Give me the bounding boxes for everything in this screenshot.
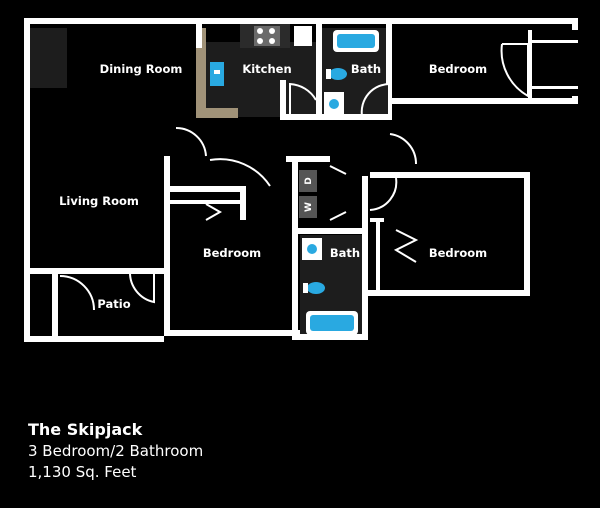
wall-closet-top xyxy=(170,186,246,192)
room-label-bedroom-right: Bedroom xyxy=(429,246,487,260)
bath-sink-middle-icon xyxy=(307,244,317,254)
wall-outer-top xyxy=(24,18,578,24)
wall-patio-divider xyxy=(52,268,58,342)
room-label-bedroom-middle: Bedroom xyxy=(203,246,261,260)
wall-bedroom-bath xyxy=(292,156,298,340)
door-bedroom-mid-arc xyxy=(175,126,207,157)
room-label-living: Living Room xyxy=(59,194,139,208)
refrigerator-icon xyxy=(294,26,312,46)
wall-dining-kitchen xyxy=(196,18,202,48)
dryer-label: D xyxy=(304,177,314,184)
plan-room-count: 3 Bedroom/2 Bathroom xyxy=(28,442,204,460)
dryer-icon xyxy=(299,170,317,192)
bathtub-middle-water xyxy=(310,315,354,331)
bay-window-bottom xyxy=(528,86,578,89)
door-bedroom-top-arc xyxy=(500,43,529,98)
bifold-door-closet xyxy=(205,203,223,221)
faucet-icon xyxy=(214,70,220,74)
wall-bath-middle-east xyxy=(362,176,368,340)
toilet-top-icon xyxy=(329,68,347,80)
door-patio-arc xyxy=(128,271,155,304)
burner-icon xyxy=(257,28,263,34)
wall-laundry-top xyxy=(286,156,330,162)
door-hall-arc xyxy=(389,133,418,165)
wall-outer-bottom-bath xyxy=(296,334,366,340)
burner-icon xyxy=(257,38,263,44)
wall-patio-top xyxy=(24,268,164,274)
burner-icon xyxy=(269,28,275,34)
door-patio-closet-arc xyxy=(59,275,95,311)
wall-kitchen-east xyxy=(280,80,286,120)
wall-closet-shelf xyxy=(170,200,246,204)
burner-icon xyxy=(269,38,275,44)
wall-bath-middle-top xyxy=(292,228,362,234)
washer-icon xyxy=(299,196,317,218)
bifold-door-laundry xyxy=(329,165,347,221)
bay-window-top xyxy=(528,40,578,43)
plan-area: 1,130 Sq. Feet xyxy=(28,463,137,481)
wall-bedroom-right-top xyxy=(370,172,530,178)
washer-label: W xyxy=(304,202,314,212)
toilet-middle-icon xyxy=(307,282,325,294)
patio-slider xyxy=(60,338,150,341)
plan-title: The Skipjack xyxy=(28,420,143,439)
wall-living-bedroom xyxy=(164,156,170,336)
bath-sink-top-icon xyxy=(329,99,339,109)
bathtub-top-water xyxy=(337,34,375,48)
wall-bedroom-right-east xyxy=(524,172,530,296)
wall-closet-east xyxy=(240,186,246,220)
wall-bedroom-top-bottom xyxy=(390,98,578,104)
wall-closet-right xyxy=(376,218,380,290)
toilet-tank-top xyxy=(326,69,331,79)
wall-bath-bedroom xyxy=(386,18,392,84)
room-label-patio: Patio xyxy=(97,297,130,311)
wall-bath-bottom xyxy=(280,114,390,120)
room-label-bedroom-top: Bedroom xyxy=(429,62,487,76)
bedroom-window xyxy=(228,333,268,336)
door-kitchen-arc xyxy=(289,82,317,116)
entry-tile xyxy=(30,28,67,88)
door-closet-arc xyxy=(209,158,271,187)
door-bedroom-right-arc xyxy=(369,177,398,211)
room-label-bath-middle: Bath xyxy=(330,246,360,260)
wall-outer-left xyxy=(24,18,30,340)
toilet-tank-middle xyxy=(303,283,308,293)
door-bath-top-arc xyxy=(360,82,391,117)
bay-window-left xyxy=(528,30,532,100)
bedroom-right-window xyxy=(436,293,468,296)
bifold-door-right xyxy=(393,229,419,263)
room-label-dining: Dining Room xyxy=(100,62,183,76)
room-label-kitchen: Kitchen xyxy=(242,62,291,76)
wall-kitchen-bath xyxy=(316,18,322,118)
room-label-bath-top: Bath xyxy=(351,62,381,76)
